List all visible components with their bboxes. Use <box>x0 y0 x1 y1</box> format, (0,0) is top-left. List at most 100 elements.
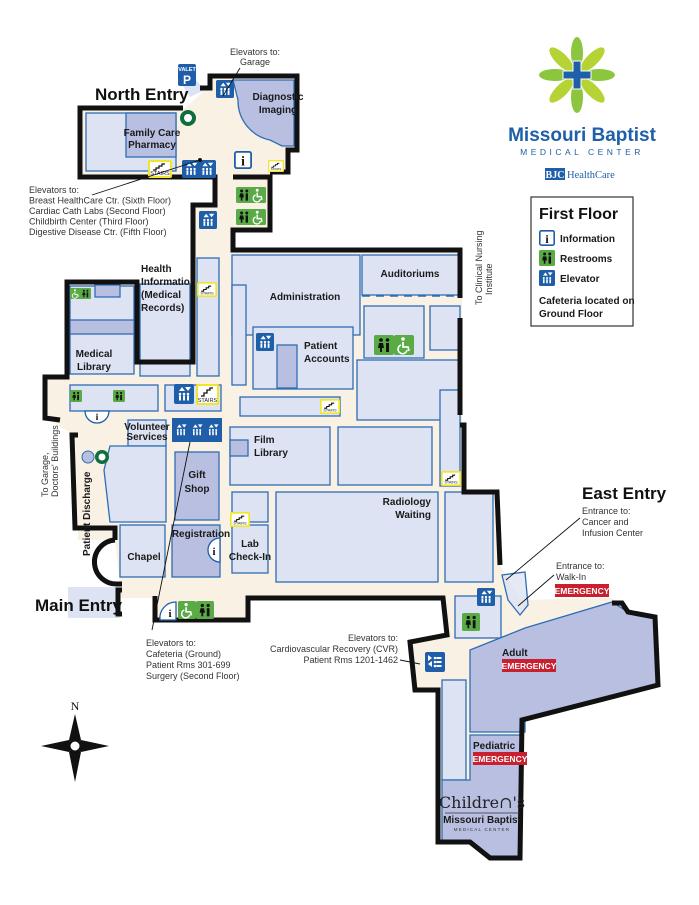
restroom-icon <box>462 613 480 631</box>
room <box>441 679 467 781</box>
information-desk-icon: i <box>84 410 110 424</box>
svg-text:Missouri Baptist: Missouri Baptist <box>508 125 656 146</box>
room <box>231 491 269 523</box>
patient-discharge-label: Patient Discharge <box>82 471 93 556</box>
elevator-icon <box>199 211 217 229</box>
svg-text:P: P <box>183 73 191 87</box>
svg-text:i: i <box>169 609 172 620</box>
administration-room <box>231 254 361 336</box>
adult-emergency-badge-text: EMERGENCY <box>502 661 557 671</box>
north-elevators-callout: Elevators to:Breast HealthCare Ctr. (Six… <box>29 185 171 237</box>
svg-text:HealthCare: HealthCare <box>567 170 615 181</box>
chapel-room <box>119 524 166 578</box>
coffee-shop-icon <box>81 450 109 464</box>
gift-shop-room <box>174 451 220 521</box>
svg-text:Childre∩'s: Childre∩'s <box>439 793 525 812</box>
walk-in-entrance-callout: Entrance to:Walk-In <box>556 561 605 582</box>
corridor-room <box>231 284 247 386</box>
svg-text:i: i <box>213 547 216 558</box>
elevator-bank-icon <box>172 418 222 442</box>
family-care-pharmacy-room <box>125 112 177 158</box>
to-garage-callout: To Garage,Doctors' Buildings <box>40 425 60 497</box>
svg-text:MEDICAL CENTER: MEDICAL CENTER <box>520 147 644 157</box>
main-entry-area <box>68 587 120 618</box>
stairs-label: STAIRS <box>150 171 170 177</box>
chapel-label: Chapel <box>127 552 161 563</box>
coffee-shop-icon <box>180 110 196 126</box>
volunteer-services-room <box>127 419 167 447</box>
room <box>337 426 433 486</box>
elevator-icon <box>539 270 555 286</box>
compass-rose-icon: N <box>41 699 109 782</box>
missouri-baptist-logo: Missouri Baptist MEDICAL CENTER BJC Heal… <box>508 37 657 181</box>
valet-parking-icon: VALET P <box>178 64 196 87</box>
east-entry-vestibule <box>501 571 529 617</box>
auditoriums-room <box>361 254 461 296</box>
leader-line <box>505 517 581 581</box>
elevator-icon <box>477 588 495 606</box>
elevator-icon <box>256 333 274 351</box>
cvr-elevators-callout: Elevators to:Cardiovascular Recovery (CV… <box>270 633 398 665</box>
leader-line <box>222 67 241 97</box>
legend-title: First Floor <box>539 206 618 223</box>
administration-label: Administration <box>270 292 341 303</box>
svg-text:i: i <box>96 412 99 422</box>
main-entry-label: Main Entry <box>35 596 122 615</box>
stairs-icon: STAIRS <box>148 160 172 178</box>
map-icons: VALET P STAIRS i <box>70 64 495 672</box>
room <box>444 491 494 583</box>
main-elevators-callout: Elevators to:Cafeteria (Ground)Patient R… <box>146 638 240 681</box>
walk-in-emergency-badge-text: EMERGENCY <box>555 586 610 596</box>
svg-text:BJC: BJC <box>546 170 565 181</box>
leader-line <box>151 441 191 631</box>
restroom-icon <box>236 187 252 203</box>
stairs-label: STAIRS <box>198 398 218 404</box>
health-information-desk <box>94 284 121 298</box>
information-icon <box>234 151 252 169</box>
restroom-icon <box>196 601 214 619</box>
east-entry-label: East Entry <box>582 484 667 503</box>
svg-text:Missouri Baptist: Missouri Baptist <box>443 815 521 826</box>
childrens-missouri-baptist-logo: Childre∩'s Missouri Baptist MEDICAL CENT… <box>439 793 525 832</box>
room <box>429 305 461 351</box>
legend: First Floor Information Restrooms Elevat… <box>530 196 635 327</box>
clinical-nursing-callout: To Clinical NursingInstitute <box>474 230 494 305</box>
emergency-badge <box>473 752 527 765</box>
accessible-restroom-icon <box>250 186 266 204</box>
callouts: Elevators to:Garage Elevators to:Breast … <box>29 47 643 681</box>
film-library-desk <box>229 439 249 457</box>
medical-library-stacks <box>69 319 135 335</box>
flower-logo-icon <box>539 37 615 113</box>
stairs-icon: STAIRS <box>196 384 219 405</box>
diagnostic-imaging-room <box>232 79 295 147</box>
womens-restroom-icon <box>70 390 82 402</box>
garage-elevators-callout: Elevators to:Garage <box>230 47 280 67</box>
radiology-waiting-room <box>275 491 439 583</box>
legend-restrooms: Restrooms <box>560 254 613 265</box>
stairs-icon <box>197 282 217 297</box>
accessible-icon <box>394 335 414 355</box>
room <box>239 396 341 417</box>
adult-emergency-label: Adult <box>502 648 528 659</box>
restroom-icon <box>374 335 394 355</box>
stairs-icon <box>320 399 340 414</box>
restroom-icon <box>539 250 555 266</box>
leader-line <box>91 159 201 196</box>
pediatric-emergency-label: Pediatric <box>473 741 516 752</box>
elevator-icon <box>425 652 445 672</box>
stairs-icon <box>441 471 461 486</box>
building-walls <box>42 73 661 861</box>
pediatric-emergency-badge-text: EMERGENCY <box>473 754 528 764</box>
leader-line <box>399 659 421 665</box>
coffee-room <box>103 445 167 523</box>
mens-restroom-icon <box>113 390 125 402</box>
